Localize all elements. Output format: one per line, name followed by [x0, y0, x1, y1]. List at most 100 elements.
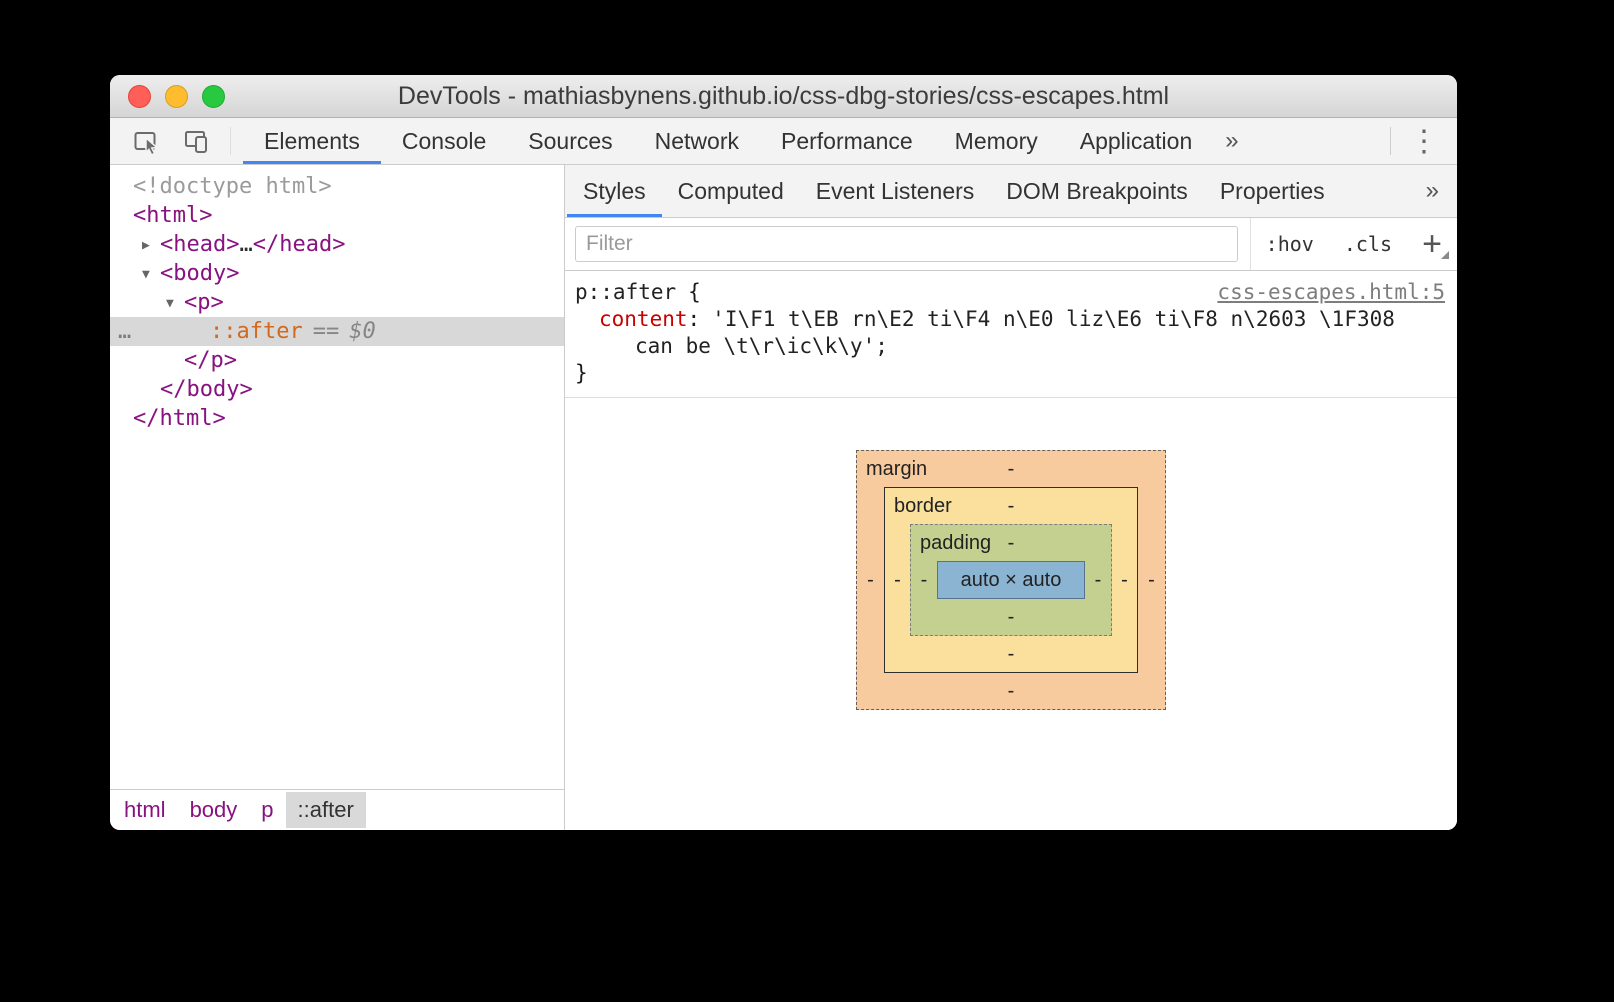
tab-console[interactable]: Console — [401, 127, 487, 154]
margin-label: margin — [866, 457, 928, 480]
css-selector[interactable]: p::after — [575, 280, 677, 304]
css-rule: css-escapes.html:5 p::after { content:'I\… — [565, 271, 1457, 397]
margin-left-value[interactable]: - — [867, 568, 874, 591]
border-left-value[interactable]: - — [894, 568, 901, 591]
css-declaration: content:'I\F1 t\EB rn\E2 ti\F4 n\E0 liz\… — [575, 306, 1447, 333]
tag-text: </p> — [184, 348, 237, 373]
margin-top-value[interactable]: - — [1007, 457, 1015, 480]
breadcrumb-body[interactable]: body — [189, 797, 238, 822]
tab-application[interactable]: Application — [1079, 127, 1193, 154]
twisty-collapsed-icon[interactable]: ▶ — [142, 238, 150, 253]
tree-row-p-close[interactable]: </p> — [110, 346, 564, 375]
tab-styles[interactable]: Styles — [567, 165, 662, 217]
tab-elements[interactable]: Elements — [243, 118, 381, 164]
tab-sources[interactable]: Sources — [528, 127, 613, 154]
box-padding[interactable]: padding - - auto × auto — [910, 524, 1112, 636]
equals-sign: == — [312, 319, 340, 344]
border-bottom-value[interactable]: - — [1007, 642, 1015, 665]
margin-right-value[interactable]: - — [1148, 568, 1155, 591]
toolbar-right-separator — [1390, 127, 1391, 155]
box-content[interactable]: auto × auto — [937, 561, 1085, 599]
box-model-section: margin - - border - - — [565, 450, 1457, 710]
tab-memory[interactable]: Memory — [954, 127, 1038, 154]
more-sidebar-tabs-chevron-icon[interactable]: » — [1425, 177, 1439, 204]
minimize-button[interactable] — [165, 84, 188, 108]
tab-properties[interactable]: Properties — [1219, 177, 1325, 204]
tree-row-html-open[interactable]: <html> — [110, 201, 564, 230]
console-variable: $0 — [349, 319, 376, 344]
tag-text: <head> — [160, 232, 240, 257]
dom-tree: <!doctype html> <html> ▶<head>…</head> ▼… — [110, 165, 564, 789]
more-actions-icon[interactable]: … — [118, 319, 132, 344]
tree-row-body-open[interactable]: ▼ <body> — [110, 259, 564, 288]
tag-text: <body> — [160, 261, 240, 286]
border-right-value[interactable]: - — [1121, 568, 1128, 591]
tree-row-doctype[interactable]: <!doctype html> — [110, 172, 564, 201]
new-style-rule-button[interactable]: + — [1407, 218, 1457, 271]
filter-separator — [1249, 218, 1251, 270]
main-toolbar: Elements Console Sources Network Perform… — [110, 118, 1457, 165]
tree-row-after-selected[interactable]: …::after == $0 — [110, 317, 564, 346]
twisty-expanded-icon[interactable]: ▼ — [142, 267, 150, 282]
close-button[interactable] — [128, 84, 151, 108]
toolbar-separator — [230, 127, 231, 155]
toolbar-right: ⋮ — [1390, 118, 1457, 164]
padding-top-value[interactable]: - — [1007, 531, 1015, 554]
open-brace: { — [688, 280, 701, 304]
breadcrumb-p[interactable]: p — [261, 797, 274, 822]
devtools-window: DevTools - mathiasbynens.github.io/css-d… — [110, 75, 1457, 830]
inspect-element-icon[interactable] — [130, 124, 164, 158]
tree-row-body-close[interactable]: </body> — [110, 375, 564, 404]
tab-dom-breakpoints[interactable]: DOM Breakpoints — [1006, 177, 1188, 204]
tab-event-listeners[interactable]: Event Listeners — [815, 177, 975, 204]
breadcrumb: html body p ::after — [110, 789, 564, 830]
styles-sidebar: Styles Computed Event Listeners DOM Brea… — [565, 165, 1457, 830]
stylesheet-source-link[interactable]: css-escapes.html:5 — [1217, 280, 1445, 304]
css-property-value-line2[interactable]: can be \t\r\ic\k\y'; — [635, 334, 888, 358]
content-size-value[interactable]: auto × auto — [960, 568, 1062, 591]
close-brace: } — [575, 361, 588, 385]
box-margin[interactable]: margin - - border - - — [856, 450, 1166, 710]
twisty-expanded-icon[interactable]: ▼ — [166, 296, 174, 311]
padding-bottom-value[interactable]: - — [1007, 605, 1015, 628]
tag-text: </body> — [160, 377, 253, 402]
tree-row-p-open[interactable]: ▼<p> — [110, 288, 564, 317]
device-toolbar-icon[interactable] — [180, 124, 214, 158]
rule-separator — [565, 397, 1457, 398]
padding-left-value[interactable]: - — [920, 568, 928, 591]
pseudo-element-text: ::after — [210, 319, 303, 344]
padding-right-value[interactable]: - — [1094, 568, 1102, 591]
border-top-value[interactable]: - — [1007, 494, 1015, 517]
styles-filter-input[interactable] — [575, 226, 1238, 262]
tab-network[interactable]: Network — [654, 127, 739, 154]
collapsed-ellipsis[interactable]: … — [239, 232, 253, 257]
more-tabs-chevron-icon[interactable]: » — [1225, 127, 1239, 154]
kebab-menu-icon[interactable]: ⋮ — [1409, 124, 1439, 158]
titlebar: DevTools - mathiasbynens.github.io/css-d… — [110, 75, 1457, 118]
box-border[interactable]: border - - padding - — [884, 487, 1138, 673]
tree-row-html-close[interactable]: </html> — [110, 404, 564, 433]
toggle-element-state-button[interactable]: :hov — [1265, 232, 1314, 256]
sidebar-tabs: Styles Computed Event Listeners DOM Brea… — [565, 165, 1457, 218]
css-property-name[interactable]: content — [599, 307, 688, 331]
content-split: <!doctype html> <html> ▶<head>…</head> ▼… — [110, 165, 1457, 830]
breadcrumb-after[interactable]: ::after — [285, 792, 366, 828]
window-title: DevTools - mathiasbynens.github.io/css-d… — [397, 81, 1170, 110]
doctype-text: <!doctype html> — [133, 174, 332, 199]
tab-computed[interactable]: Computed — [677, 177, 784, 204]
main-tabs: Elements Console Sources Network Perform… — [243, 118, 1251, 164]
zoom-button[interactable] — [202, 84, 225, 108]
border-label: border — [894, 494, 952, 517]
tag-text: </html> — [133, 406, 226, 431]
tag-text: <html> — [133, 203, 213, 228]
element-classes-button[interactable]: .cls — [1343, 232, 1392, 256]
padding-label: padding — [920, 531, 992, 554]
tree-row-head[interactable]: ▶ <head>…</head> — [110, 230, 564, 259]
css-property-value-line1[interactable]: 'I\F1 t\EB rn\E2 ti\F4 n\E0 liz\E6 ti\F8… — [712, 307, 1395, 331]
tab-performance[interactable]: Performance — [781, 127, 913, 154]
elements-panel: <!doctype html> <html> ▶<head>…</head> ▼… — [110, 165, 565, 830]
tag-text: </head> — [252, 232, 346, 257]
breadcrumb-html[interactable]: html — [124, 797, 166, 822]
traffic-lights — [128, 75, 225, 117]
margin-bottom-value[interactable]: - — [1007, 679, 1015, 702]
